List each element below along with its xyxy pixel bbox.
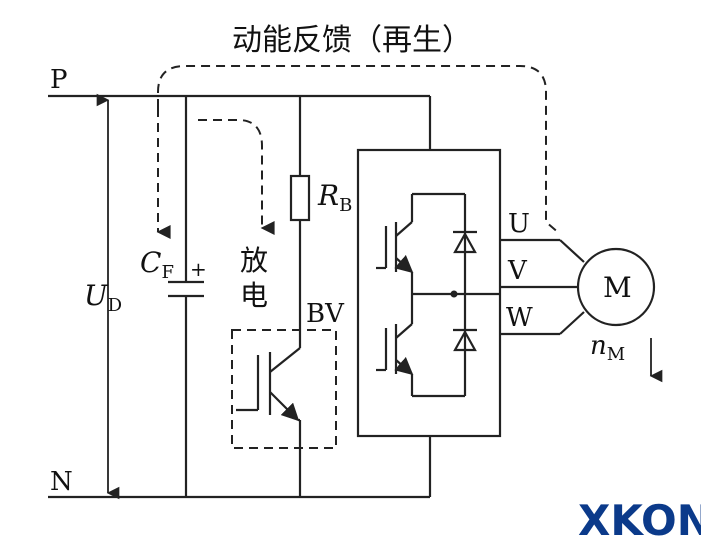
motor-circle <box>576 247 656 327</box>
diode-upper <box>453 231 477 254</box>
cf-label: CF <box>140 246 174 283</box>
xkon-logo: XKON <box>578 496 701 539</box>
rb-label: RB <box>317 179 352 216</box>
discharge-label-1: 放 <box>240 244 268 277</box>
ud-label: UD <box>84 279 122 316</box>
bv-module-box <box>231 329 337 449</box>
bv-collector <box>269 347 301 373</box>
discharge-label-2: 电 <box>240 279 268 312</box>
diode-lower <box>453 329 477 352</box>
regen-feedback-path <box>157 65 561 235</box>
cf-plus-label: + <box>190 257 207 281</box>
bv-label: BV <box>306 299 345 329</box>
phase-v-label: V <box>507 256 528 286</box>
discharge-path <box>198 119 275 235</box>
phase-u-label: U <box>508 209 530 239</box>
n-label: N <box>50 467 73 497</box>
phase-w-label: W <box>506 303 533 333</box>
bv-emitter <box>269 391 300 422</box>
motor-label: M <box>603 271 632 304</box>
p-label: P <box>50 65 68 95</box>
rb-resistor <box>289 174 311 222</box>
inv-node-dot <box>450 290 458 298</box>
title-text: 动能反馈（再生） <box>232 23 472 58</box>
nm-label: nM <box>590 331 625 365</box>
